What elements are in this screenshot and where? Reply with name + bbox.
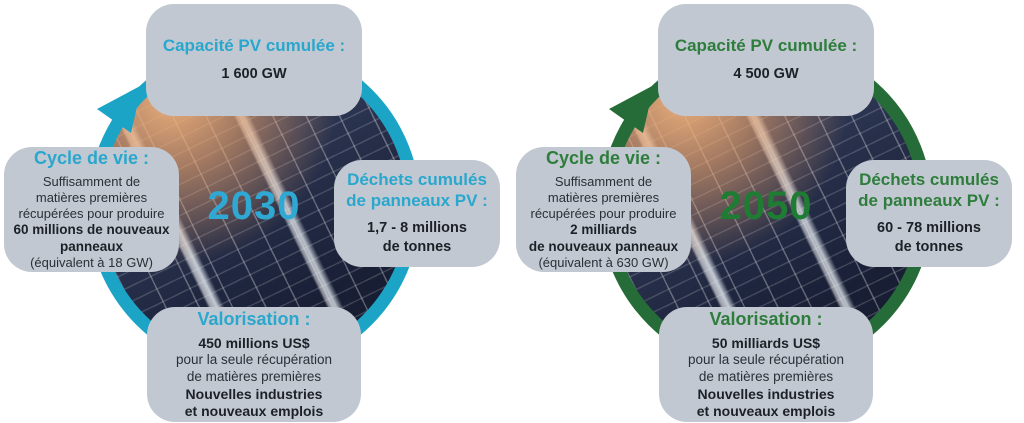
amount-value: 450 millions US$ xyxy=(198,334,310,351)
text-line-bold: Nouvelles industries xyxy=(697,385,835,402)
year-label: 2050 xyxy=(719,184,813,228)
box-title: Cycle de vie : xyxy=(545,147,662,168)
waste-box: Déchets cumulés de panneaux PV : 60 - 78… xyxy=(846,160,1012,267)
text-line: pour la seule récupération xyxy=(175,352,333,368)
capacity-box: Capacité PV cumulée : 4 500 GW xyxy=(658,4,874,116)
box-value: 1,7 - 8 millions de tonnes xyxy=(367,219,467,257)
box-title-line: de panneaux PV : xyxy=(858,191,1000,211)
diagram-2030: 2030 Capacité PV cumulée : 1 600 GW Cycl… xyxy=(4,4,500,422)
lifecycle-box: Cycle de vie : Suffisamment de matières … xyxy=(516,147,691,272)
text-line-bold: et nouveaux emplois xyxy=(696,402,836,419)
lifecycle-box: Cycle de vie : Suffisamment de matières … xyxy=(4,147,179,272)
box-value: 4 500 GW xyxy=(733,66,799,83)
text-line-bold: et nouveaux emplois xyxy=(184,402,324,419)
text-line: (équivalent à 630 GW) xyxy=(538,255,669,271)
text-line: récupérées pour produire xyxy=(530,205,677,221)
text-line: de matières premières xyxy=(186,368,322,384)
box-value: 1 600 GW xyxy=(221,66,287,83)
text-line: récupérées pour produire xyxy=(18,205,165,221)
value-line: 1,7 - 8 millions xyxy=(367,219,467,236)
diagram-2050: 2050 Capacité PV cumulée : 4 500 GW Cycl… xyxy=(512,0,1024,423)
box-title: Capacité PV cumulée : xyxy=(674,35,858,55)
text-line: Suffisamment de xyxy=(554,173,653,189)
text-line-bold: de nouveaux panneaux xyxy=(528,238,679,254)
text-line-bold: Nouvelles industries xyxy=(185,385,323,402)
text-line-bold: 60 millions de nouveaux xyxy=(13,221,170,237)
year-label: 2030 xyxy=(207,184,301,228)
text-line: Suffisamment de xyxy=(42,173,141,189)
valorization-box: Valorisation : 450 millions US$ pour la … xyxy=(147,307,361,422)
text-line: (équivalent à 18 GW) xyxy=(30,255,153,271)
value-line: de tonnes xyxy=(382,238,452,255)
box-title-line: Déchets cumulés xyxy=(347,170,487,190)
box-title: Déchets cumulés de panneaux PV : xyxy=(346,170,488,211)
box-title: Valorisation : xyxy=(197,308,311,329)
box-title: Valorisation : xyxy=(709,308,823,329)
text-line: pour la seule récupération xyxy=(687,352,845,368)
box-value: 60 - 78 millions de tonnes xyxy=(877,219,981,257)
text-line-bold: panneaux xyxy=(59,238,124,254)
amount-value: 50 milliards US$ xyxy=(711,334,821,351)
box-title: Déchets cumulés de panneaux PV : xyxy=(858,170,1000,211)
box-title: Cycle de vie : xyxy=(33,147,150,168)
text-line: matières premières xyxy=(35,189,148,205)
text-line: matières premières xyxy=(547,189,660,205)
capacity-box: Capacité PV cumulée : 1 600 GW xyxy=(146,4,362,116)
valorization-box: Valorisation : 50 milliards US$ pour la … xyxy=(659,307,873,422)
text-line-bold: 2 milliards xyxy=(570,221,637,237)
waste-box: Déchets cumulés de panneaux PV : 1,7 - 8… xyxy=(334,160,500,267)
box-title-line: de panneaux PV : xyxy=(346,191,488,211)
box-title-line: Déchets cumulés xyxy=(859,170,999,190)
text-line: de matières premières xyxy=(698,368,834,384)
box-title: Capacité PV cumulée : xyxy=(162,35,346,55)
value-line: 60 - 78 millions xyxy=(877,219,981,236)
value-line: de tonnes xyxy=(894,238,964,255)
